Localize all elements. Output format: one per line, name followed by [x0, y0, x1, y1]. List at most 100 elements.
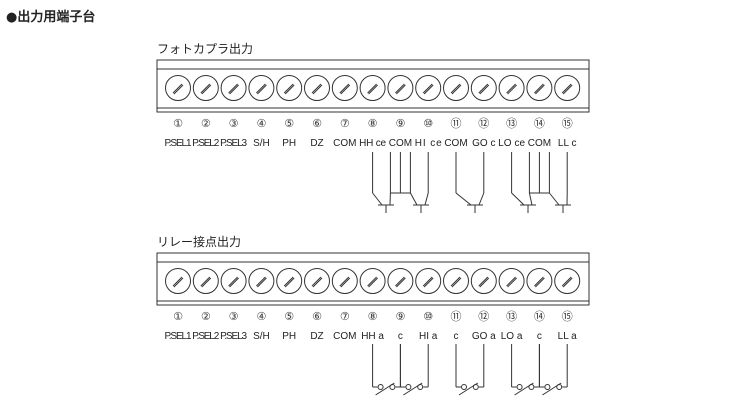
- screw-slot: [423, 84, 434, 95]
- terminal-number: ⑧: [368, 117, 378, 130]
- terminal-number: ⑭: [534, 117, 545, 130]
- screw-slot: [367, 83, 377, 94]
- wire: [409, 192, 418, 206]
- switch-blade: [403, 382, 423, 396]
- terminal-label: DZ: [310, 331, 323, 342]
- terminal-number: ⑪: [451, 117, 462, 130]
- terminal-number: ⑨: [395, 310, 405, 323]
- contact: [377, 384, 384, 390]
- screw-slot: [506, 276, 516, 287]
- terminal-number: ②: [201, 310, 211, 323]
- screw-icon: [248, 75, 275, 101]
- screw-icon: [192, 75, 219, 101]
- terminal-label: c: [398, 331, 403, 342]
- terminal-label: COM: [333, 331, 356, 342]
- screw-slot: [451, 277, 462, 288]
- terminal-number: ⑫: [478, 310, 489, 323]
- terminal-label: LL c: [558, 138, 577, 149]
- terminal-label: HH a: [361, 331, 384, 342]
- screw-slot: [257, 277, 267, 288]
- switch-blade: [542, 382, 562, 396]
- screw-slot: [257, 84, 267, 95]
- terminal-label: S/H: [253, 138, 270, 149]
- terminal-label: P.SEL2: [192, 331, 219, 342]
- screw-slot: [311, 276, 322, 287]
- wire: [424, 192, 429, 206]
- wire: [455, 192, 472, 206]
- terminal-number: ②: [201, 117, 211, 130]
- screw-slot: [534, 276, 544, 287]
- screw-slot: [396, 84, 406, 95]
- terminal-number: ⑥: [312, 117, 322, 130]
- terminal-label: PH: [282, 331, 296, 342]
- contact: [544, 384, 551, 390]
- screw-slot: [562, 277, 573, 288]
- screw-slot: [340, 84, 351, 95]
- screw-slot: [507, 84, 517, 95]
- terminal-label: c: [537, 331, 542, 342]
- terminal-label: P.SEL2: [192, 138, 219, 149]
- screw-slot: [256, 276, 266, 287]
- terminal-number: ④: [256, 117, 266, 130]
- terminal-number: ⑧: [368, 310, 378, 323]
- terminal-label: LO ce: [498, 138, 525, 149]
- screw-slot: [368, 277, 378, 288]
- screw-icon: [387, 268, 414, 294]
- screw-slot: [229, 84, 239, 95]
- page-title: ●出力用端子台: [6, 10, 96, 25]
- wire: [549, 192, 560, 206]
- screw-slot: [172, 83, 183, 94]
- terminal-label: COM: [528, 138, 551, 149]
- screw-slot: [368, 84, 378, 95]
- screw-slot: [450, 83, 461, 94]
- screw-icon: [498, 268, 525, 294]
- screw-slot: [478, 83, 489, 94]
- contact: [516, 384, 523, 390]
- terminal-number: ⑤: [284, 117, 294, 130]
- screw-slot: [507, 277, 517, 288]
- screw-icon: [359, 268, 386, 294]
- terminal-label: PH: [282, 138, 296, 149]
- screw-slot: [201, 277, 212, 288]
- screw-slot: [422, 276, 433, 287]
- switch-blade: [458, 382, 479, 396]
- screw-icon: [526, 75, 553, 101]
- terminal-label: P.SEL3: [220, 331, 247, 342]
- screw-slot: [173, 84, 184, 95]
- terminal-number: ③: [229, 310, 239, 323]
- screw-icon: [276, 268, 303, 294]
- wire: [372, 192, 383, 206]
- terminal-label: P.SEL1: [165, 138, 192, 149]
- terminal-number: ①: [173, 117, 183, 130]
- terminal-number: ⑥: [312, 310, 322, 323]
- switch-blade: [514, 382, 534, 396]
- terminal-number: ①: [173, 310, 183, 323]
- terminal-number: ⑩: [423, 310, 433, 323]
- screw-icon: [220, 75, 247, 101]
- screw-icon: [387, 75, 414, 101]
- terminal-number: ⑦: [340, 310, 350, 323]
- terminal-label: c: [454, 331, 459, 342]
- screw-icon: [331, 75, 358, 101]
- contact: [405, 384, 412, 390]
- photocoupler-heading: フォトカプラ出力: [157, 42, 254, 56]
- screw-slot: [172, 276, 183, 287]
- screw-icon: [554, 268, 581, 294]
- terminal-label: HI ce: [415, 138, 442, 149]
- screw-slot: [229, 277, 239, 288]
- terminal-label: LO a: [501, 331, 523, 342]
- terminal-number: ③: [229, 117, 239, 130]
- screw-slot: [367, 276, 377, 287]
- terminal-label: HH ce: [359, 138, 386, 149]
- screw-icon: [526, 268, 553, 294]
- screw-slot: [283, 276, 294, 287]
- screw-slot: [201, 84, 212, 95]
- terminal-label: GO c: [472, 138, 495, 149]
- screw-icon: [415, 75, 442, 101]
- terminal-number: ⑨: [395, 117, 405, 130]
- screw-slot: [478, 276, 489, 287]
- screw-slot: [284, 84, 295, 95]
- screw-slot: [535, 84, 545, 95]
